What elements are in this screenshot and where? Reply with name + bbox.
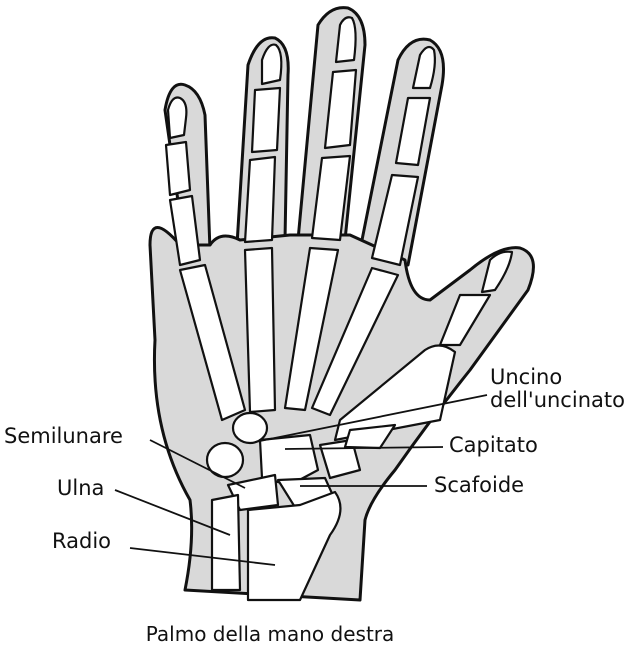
bones xyxy=(164,16,514,602)
label-semilunare: Semilunare xyxy=(4,424,123,448)
label-uncino-dell-uncinato: Uncino dell'uncinato xyxy=(490,366,625,411)
label-radio: Radio xyxy=(52,529,112,553)
label-ulna: Ulna xyxy=(57,476,105,500)
leader-lines xyxy=(114,394,488,566)
label-capitato: Capitato xyxy=(449,433,538,457)
label-uncino-line1: Uncino xyxy=(490,365,563,389)
label-uncino-line2: dell'uncinato xyxy=(490,387,625,412)
figure-caption: Palmo della mano destra xyxy=(145,622,395,646)
label-scafoide: Scafoide xyxy=(434,473,525,497)
